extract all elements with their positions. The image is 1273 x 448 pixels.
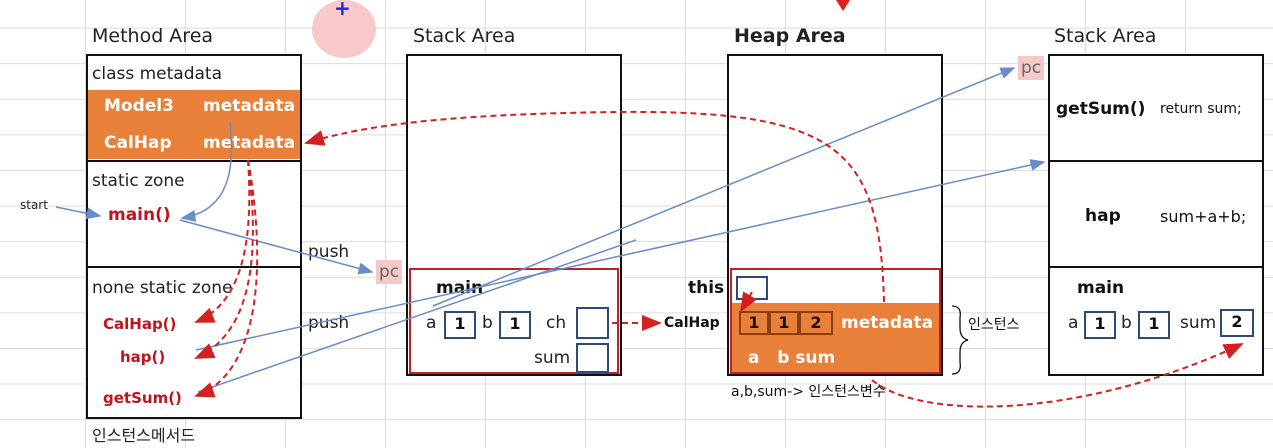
method-area-header: Method Area — [92, 25, 214, 47]
divider — [86, 266, 302, 268]
var-a-value: 1 — [444, 311, 476, 339]
sum-return-arrow — [871, 343, 1244, 408]
hap-frame-title: hap — [1085, 206, 1121, 226]
divider — [1048, 266, 1264, 268]
var-a-label: a — [426, 313, 437, 333]
calhap-call-arrow — [194, 159, 251, 323]
hap-frame-body: sum+a+b; — [1160, 207, 1247, 226]
main-method: main() — [108, 205, 171, 225]
metadata-value: metadata — [203, 96, 296, 116]
var-sum-value — [576, 343, 609, 373]
instance-variable-note: a,b,sum-> 인스턴스변수 — [731, 384, 886, 400]
stack-area-2-header: Stack Area — [1054, 25, 1157, 47]
method-hap: hap() — [120, 348, 166, 366]
start-arrow — [55, 206, 102, 220]
instance-brace — [951, 305, 969, 375]
metadata-to-main-arrow — [180, 121, 233, 222]
var-sum-label: sum — [1180, 313, 1217, 333]
static-zone-label: static zone — [92, 171, 185, 191]
var-sum-label: sum — [534, 348, 571, 368]
metadata-row-calhap: CalHap — [104, 133, 172, 153]
hap-call-arrow — [194, 159, 254, 359]
pc-marker-2: pc — [1018, 56, 1045, 80]
instance-metadata: metadata — [841, 313, 934, 333]
class-metadata-label: class metadata — [92, 64, 222, 84]
var-a-label: a — [1068, 313, 1079, 333]
field-b-value: 1 — [769, 311, 799, 335]
pc-marker-1: pc — [376, 260, 403, 284]
var-b-label: b — [1121, 313, 1132, 333]
getsum-to-stack-arrow — [197, 239, 637, 393]
class-name: Model3 — [104, 96, 174, 116]
none-static-zone-label: none static zone — [92, 278, 233, 298]
main-frame-2-title: main — [1077, 278, 1125, 298]
method-calhap: CalHap() — [103, 315, 177, 333]
method-getsum: getSum() — [103, 389, 182, 407]
getsum-frame-title: getSum() — [1056, 99, 1146, 119]
instance-method-label: 인스턴스메서드 — [92, 426, 196, 445]
plus-icon: + — [334, 0, 351, 20]
this-label: this — [688, 278, 725, 298]
field-sum-value: 2 — [799, 311, 833, 335]
metadata-ref-arrow — [304, 110, 885, 303]
var-ch-value — [576, 307, 609, 339]
var-a-value: 1 — [1084, 311, 1116, 339]
var-b-label: b — [482, 313, 493, 333]
instance-fields: a b sum — [748, 348, 836, 368]
var-sum-value: 2 — [1220, 309, 1254, 337]
stack-area-1-header: Stack Area — [413, 25, 516, 47]
heap-area-header: Heap Area — [734, 25, 846, 47]
hap-to-stack-arrow — [195, 159, 1046, 351]
metadata-value: metadata — [203, 133, 296, 153]
arrow-down-icon — [836, 0, 850, 11]
metadata-row-model3: Model3 — [104, 96, 174, 116]
start-label: start — [20, 198, 48, 212]
cursor-highlight — [312, 0, 376, 58]
instance-label: 인스턴스 — [968, 317, 1020, 333]
this-to-instance-arrow — [739, 291, 757, 313]
calhap-label: CalHap — [664, 315, 720, 331]
main-frame-title: main — [436, 278, 484, 298]
divider — [86, 160, 302, 162]
getsum-frame-body: return sum; — [1160, 101, 1242, 117]
main-to-getsum-pc-arrow — [432, 67, 1016, 307]
var-b-value: 1 — [1138, 311, 1170, 339]
field-a-value: 1 — [739, 311, 769, 335]
class-name: CalHap — [104, 133, 172, 153]
main-push-arrow — [179, 219, 374, 275]
var-ch-label: ch — [546, 313, 567, 333]
divider — [1048, 160, 1264, 162]
class-metadata-block — [88, 90, 300, 159]
getsum-call-arrow — [194, 159, 259, 398]
var-b-value: 1 — [499, 311, 531, 339]
